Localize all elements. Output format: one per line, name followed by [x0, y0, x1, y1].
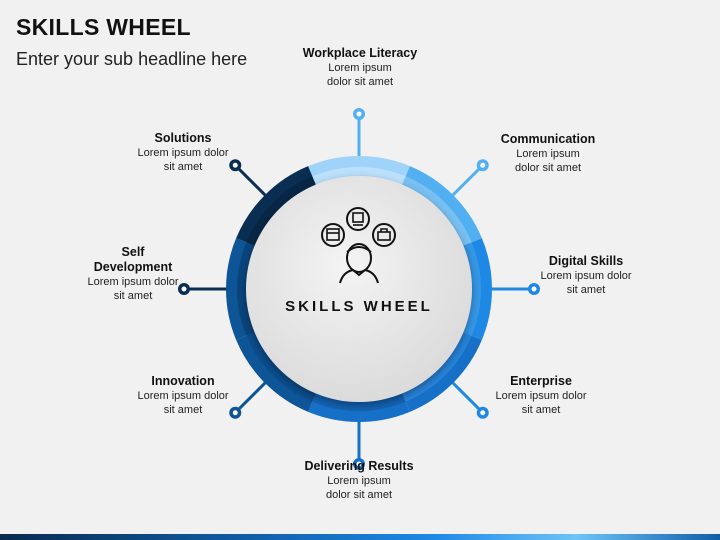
skill-desc-1: Lorem ipsum dolor: [137, 390, 229, 402]
skill-desc-1: Lorem ipsum dolor: [87, 276, 179, 288]
connector-dot-center-solutions: [232, 162, 238, 168]
center-label: SKILLS WHEEL: [285, 298, 433, 315]
skill-title: Solutions: [154, 131, 212, 145]
connector-line-innovation: [234, 380, 268, 414]
skill-desc-1: Lorem ipsum: [327, 475, 391, 487]
slide-subtitle: Enter your sub headline here: [16, 49, 248, 69]
connector-dot-center-enterprise: [480, 410, 486, 416]
skill-desc-1: Lorem ipsum: [516, 148, 580, 160]
center-circle: [246, 176, 472, 402]
skill-label-enterprise: Enterprise Lorem ipsum dolor sit amet: [466, 374, 616, 417]
footer-accent-bar: [0, 534, 720, 540]
connector-dot-center-innovation: [232, 410, 238, 416]
skill-desc-2: sit amet: [113, 290, 153, 302]
connector-dot-center-self-development: [181, 286, 187, 292]
connector-line-communication: [450, 164, 484, 198]
skill-desc-1: Lorem ipsum dolor: [137, 147, 229, 159]
connector-line-solutions: [234, 164, 268, 198]
connector-line-enterprise: [450, 380, 484, 414]
skill-desc-2: sit amet: [521, 404, 561, 416]
connector-dot-center-delivering-results: [356, 461, 362, 467]
connector-lines: [178, 108, 540, 470]
skill-title: Workplace Literacy: [302, 46, 418, 60]
connector-dot-center-digital-skills: [531, 286, 537, 292]
skill-label-self-development: Self Development Lorem ipsum dolor sit a…: [58, 245, 208, 303]
skill-desc-1: Lorem ipsum dolor: [540, 270, 632, 282]
skill-desc-2: dolor sit amet: [514, 162, 582, 174]
skill-desc-2: sit amet: [163, 404, 203, 416]
connector-dot-center-communication: [480, 162, 486, 168]
skill-label-innovation: Innovation Lorem ipsum dolor sit amet: [108, 374, 258, 417]
skill-desc-2: sit amet: [163, 161, 203, 173]
skill-label-solutions: Solutions Lorem ipsum dolor sit amet: [108, 131, 258, 174]
slide-title: SKILLS WHEEL: [16, 14, 191, 40]
skill-label-communication: Communication Lorem ipsum dolor sit amet: [473, 132, 623, 175]
skill-desc-2: dolor sit amet: [325, 489, 393, 501]
skill-desc-2: dolor sit amet: [326, 76, 394, 88]
connector-dot-center-workplace-literacy: [356, 111, 362, 117]
skill-desc-2: sit amet: [566, 284, 606, 296]
skill-title: Delivering Results: [304, 459, 414, 473]
skill-title: Communication: [500, 132, 596, 146]
skill-label-digital-skills: Digital Skills Lorem ipsum dolor sit ame…: [511, 254, 661, 297]
person-with-skill-bubbles-icon: [321, 207, 396, 284]
skill-title: Innovation: [151, 374, 215, 388]
skill-title: Self Development: [93, 245, 173, 274]
skill-label-workplace-literacy: Workplace Literacy Lorem ipsum dolor sit…: [285, 46, 435, 89]
skill-title: Digital Skills: [548, 254, 624, 268]
skill-desc-1: Lorem ipsum: [328, 62, 392, 74]
skill-title: Enterprise: [510, 374, 572, 388]
skill-desc-1: Lorem ipsum dolor: [495, 390, 587, 402]
skill-label-delivering-results: Delivering Results Lorem ipsum dolor sit…: [284, 459, 434, 502]
